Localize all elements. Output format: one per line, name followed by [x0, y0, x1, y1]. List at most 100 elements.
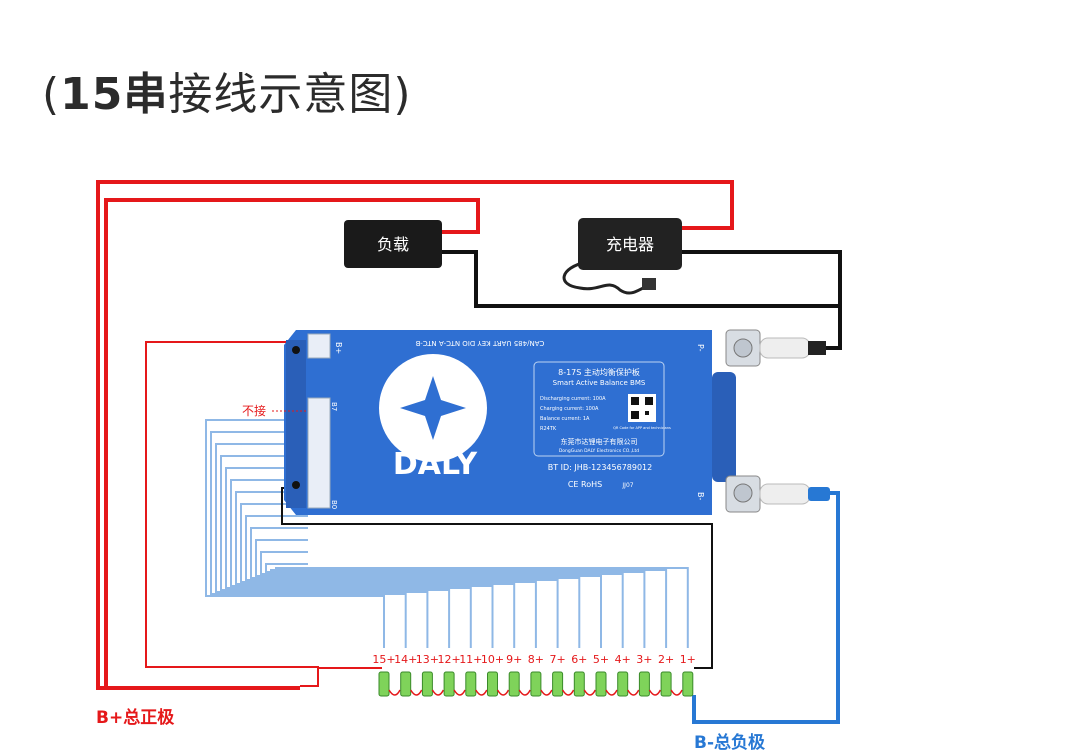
bms-bplus-label: B+: [334, 342, 343, 354]
b-plus-thin-wire: [145, 341, 382, 687]
negative-load-wires: [440, 250, 842, 350]
bms-board: CAN/485 UART KEY DIO NTC-A NTC-B B+ B7 B…: [284, 330, 736, 515]
bms-pminus-label: P-: [696, 344, 705, 352]
sense-wires: [205, 419, 689, 648]
battery-cell: [508, 671, 520, 697]
cell-label: 9+: [506, 653, 522, 666]
sense-wire: [270, 569, 668, 648]
cell-label: 1+: [680, 653, 696, 666]
cell-label: 8+: [528, 653, 544, 666]
bms-port-labels: CAN/485 UART KEY DIO NTC-A NTC-B: [415, 339, 544, 347]
b-minus-wire: [692, 491, 840, 724]
cell-link: [496, 689, 510, 696]
battery-cell: [638, 671, 650, 697]
sense-wire: [275, 567, 689, 648]
sense-wire: [215, 443, 429, 648]
bms-bminus-label: B-: [696, 492, 705, 500]
battery-cell: [552, 671, 564, 697]
spec-line: Discharging current: 100A: [540, 396, 606, 402]
bms-b0-label: B0: [330, 500, 338, 509]
negative-label: B-总负极: [694, 732, 765, 751]
positive-wires: [96, 180, 734, 690]
cell-label: 2+: [658, 653, 674, 666]
sense-wire: [230, 479, 494, 648]
sense-wire: [225, 467, 472, 648]
cell-label: 7+: [549, 653, 565, 666]
cell-label: 11+: [459, 653, 482, 666]
model-label: 8-17S 主动均衡保护板: [558, 367, 640, 377]
battery-cell: [617, 671, 629, 697]
cell-link: [583, 689, 596, 696]
cell-labels: 15+14+13+12+11+10+9+ 8+ 7+ 6+ 5+ 4+ 3+ 2+ 1+: [372, 653, 696, 666]
brand-label: DALY: [393, 447, 479, 482]
company-label: 东莞市达锂电子有限公司: [561, 437, 638, 446]
cell-link: [627, 689, 640, 696]
cell-link: [540, 689, 553, 696]
cell-label: 6+: [571, 653, 587, 666]
cell-label: 14+: [394, 653, 417, 666]
sense-wire: [240, 503, 537, 648]
battery-cells: [378, 671, 694, 697]
bms-b7-label: B7: [330, 402, 338, 411]
cell-link: [431, 689, 445, 696]
not-connected-marker: 不接: [242, 403, 306, 418]
spec-line: R24TK: [540, 426, 557, 432]
model-en-label: Smart Active Balance BMS: [553, 379, 646, 387]
p-minus-terminal: [725, 329, 826, 367]
cell-label: 13+: [416, 653, 439, 666]
cell-link: [388, 689, 401, 696]
sense-wire: [265, 563, 646, 648]
battery-cell: [378, 671, 390, 697]
cell-link: [670, 689, 683, 696]
cell-label: 12+: [437, 653, 460, 666]
company-en-label: DongGuan DALY Electronics CO.,Ltd: [559, 448, 639, 454]
spec-line: Balance current: 1A: [540, 416, 590, 422]
battery-cell: [530, 671, 542, 697]
not-connected-label: 不接: [242, 403, 266, 418]
cert-label: CE RoHS: [568, 480, 602, 489]
battery-cell: [660, 671, 672, 697]
sense-wire: [255, 539, 602, 648]
daly-logo: DALY: [379, 354, 487, 482]
battery-cell: [465, 671, 477, 697]
spec-panel: 8-17S 主动均衡保护板 Smart Active Balance BMS D…: [533, 361, 671, 457]
cell-link: [410, 689, 423, 696]
battery-cell: [682, 671, 694, 697]
cell-link: [475, 689, 488, 696]
battery-cell: [573, 671, 585, 697]
sense-wire: [250, 527, 581, 648]
spec-line: Charging current: 100A: [540, 406, 599, 412]
charger: 充电器: [562, 218, 682, 295]
battery-cell: [400, 671, 412, 697]
battery-cell: [443, 671, 455, 697]
page-title: (15串接线示意图): [42, 69, 412, 120]
cell-label: 4+: [615, 653, 631, 666]
sense-wire: [220, 455, 451, 648]
battery-cell: [487, 671, 498, 697]
charger-label: 充电器: [606, 235, 654, 254]
load-box: 负载: [344, 220, 442, 268]
cell-label: 15+: [372, 653, 395, 666]
cell-label: 3+: [636, 653, 652, 666]
battery-cell: [595, 671, 607, 697]
sense-wire: [210, 431, 407, 648]
qr-note: QR Code for APP and technicians: [613, 426, 671, 430]
battery-cell: [421, 671, 433, 697]
sense-wire: [235, 491, 516, 648]
cell-label: 10+: [481, 653, 504, 666]
bt-id-label: BT ID: JHB-123456789012: [548, 463, 653, 472]
cell-link: [453, 689, 466, 696]
load-label: 负载: [377, 235, 409, 254]
sense-wire: [245, 515, 559, 648]
code-label: JJ07: [621, 482, 633, 489]
cell-link: [561, 689, 575, 696]
cell-label: 5+: [593, 653, 609, 666]
cell-link: [518, 689, 531, 696]
cell-link: [648, 689, 662, 696]
b-minus-terminal: [725, 475, 830, 513]
sense-wire: [260, 551, 624, 648]
sense-wire: [205, 419, 385, 648]
cell-link: [605, 689, 618, 696]
positive-label: B+总正极: [96, 707, 174, 728]
